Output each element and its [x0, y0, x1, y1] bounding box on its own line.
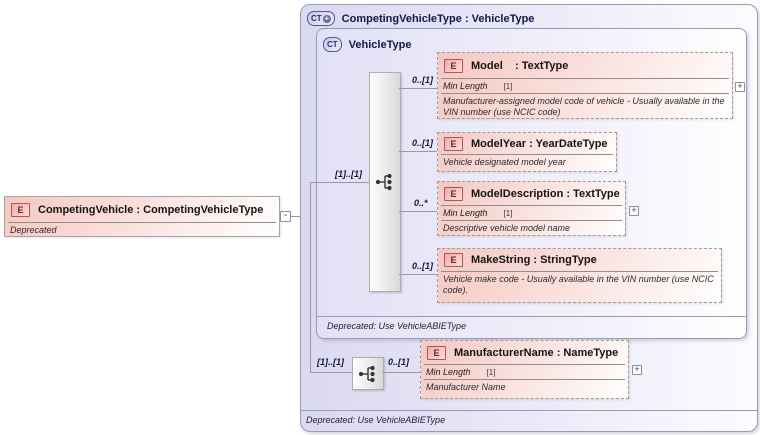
cardinality-label: [1]..[1] [335, 169, 362, 179]
element-title-row: E ModelYear : YearDateType [438, 133, 616, 154]
element-title-row: E ManufacturerName : NameType [421, 341, 628, 364]
element-icon: E [444, 186, 463, 201]
complextype-icon: CT+ [307, 11, 335, 26]
expand-button[interactable]: + [629, 206, 639, 216]
element-make-string[interactable]: E MakeString : StringType Vehicle make c… [437, 248, 722, 303]
complextype-footer-note: Deprecated: Use VehicleABIEType [306, 415, 446, 425]
cardinality-label: [1]..[1] [317, 357, 344, 367]
element-model-description[interactable]: E ModelDescription : TextType Min Length… [437, 181, 626, 236]
element-note: Deprecated [8, 222, 276, 238]
cardinality-label: 0..[1] [412, 138, 434, 148]
footer-divider [301, 410, 757, 411]
element-description: Manufacturer-assigned model code of vehi… [443, 96, 725, 117]
element-title: CompetingVehicle : CompetingVehicleType [38, 203, 264, 216]
element-icon: E [444, 58, 463, 73]
element-title-row: E Model : TextType [438, 53, 732, 78]
connector-line [399, 211, 437, 212]
expand-button[interactable]: + [735, 82, 745, 92]
facet-value: [1] [486, 367, 496, 377]
complextype-header: CT+ CompetingVehicleType : VehicleType [307, 11, 534, 26]
connector-line [399, 88, 437, 89]
element-title-row: E CompetingVehicle : CompetingVehicleTyp… [5, 197, 279, 222]
basetype-footer-note: Deprecated: Use VehicleABIEType [327, 321, 467, 331]
connector-line [310, 182, 311, 373]
element-description: Vehicle designated model year [441, 154, 613, 171]
element-manufacturer-name[interactable]: E ManufacturerName : NameType Min Length… [420, 340, 629, 399]
cardinality-label: 0..* [414, 198, 428, 208]
element-title: ModelDescription : TextType [471, 187, 620, 200]
basetype-title: VehicleType [348, 38, 412, 51]
element-title-row: E ModelDescription : TextType [438, 182, 625, 205]
facet-value: [1] [503, 208, 513, 218]
element-title-row: E MakeString : StringType [438, 249, 721, 271]
ct-badge-text: CT [311, 14, 322, 23]
facet-name: Min Length [443, 81, 488, 91]
cardinality-label: 0..[1] [388, 357, 410, 367]
ct-badge-text: CT [327, 40, 338, 49]
connector-line [310, 182, 369, 183]
element-title: Model : TextType [471, 59, 569, 72]
facet-name: Min Length [443, 208, 488, 218]
derived-plus-icon: + [322, 13, 331, 23]
connector-line [382, 372, 420, 373]
connector-line [310, 372, 352, 373]
cardinality-label: 0..[1] [412, 261, 434, 271]
basetype-icon: CT [323, 37, 342, 52]
element-icon: E [444, 253, 463, 267]
sequence-compositor[interactable] [369, 72, 401, 292]
element-title: ManufacturerName : NameType [454, 346, 619, 359]
complextype-title: CompetingVehicleType : VehicleType [341, 12, 535, 25]
element-title: ModelYear : YearDateType [471, 137, 608, 150]
element-icon: E [444, 136, 463, 151]
connector-line [399, 151, 437, 152]
facet-row: Min Length [1] [441, 205, 622, 221]
element-icon: E [427, 345, 446, 360]
sequence-compositor[interactable] [352, 357, 384, 390]
footer-divider [317, 316, 746, 317]
connector-line [399, 274, 437, 275]
element-description: Descriptive vehicle model name [443, 223, 571, 233]
element-competing-vehicle[interactable]: E CompetingVehicle : CompetingVehicleTyp… [4, 196, 280, 237]
element-model[interactable]: E Model : TextType Min Length [1] Manufa… [437, 52, 733, 119]
element-icon: E [11, 202, 30, 217]
facet-value: [1] [503, 81, 513, 91]
element-description: Manufacturer Name [426, 382, 506, 392]
facet-row: Min Length [1] [441, 78, 729, 94]
collapse-button[interactable]: - [280, 211, 291, 222]
expand-button[interactable]: + [632, 365, 642, 375]
element-title: MakeString : StringType [471, 254, 597, 266]
basetype-header: CT VehicleType [323, 37, 411, 52]
cardinality-label: 0..[1] [412, 75, 434, 85]
facet-name: Min Length [426, 367, 471, 377]
element-description: Vehicle make code - Usually available in… [441, 271, 718, 302]
element-model-year[interactable]: E ModelYear : YearDateType Vehicle desig… [437, 132, 617, 172]
facet-row: Min Length [1] [424, 364, 625, 380]
sequence-icon [358, 365, 375, 382]
sequence-icon [375, 173, 392, 191]
